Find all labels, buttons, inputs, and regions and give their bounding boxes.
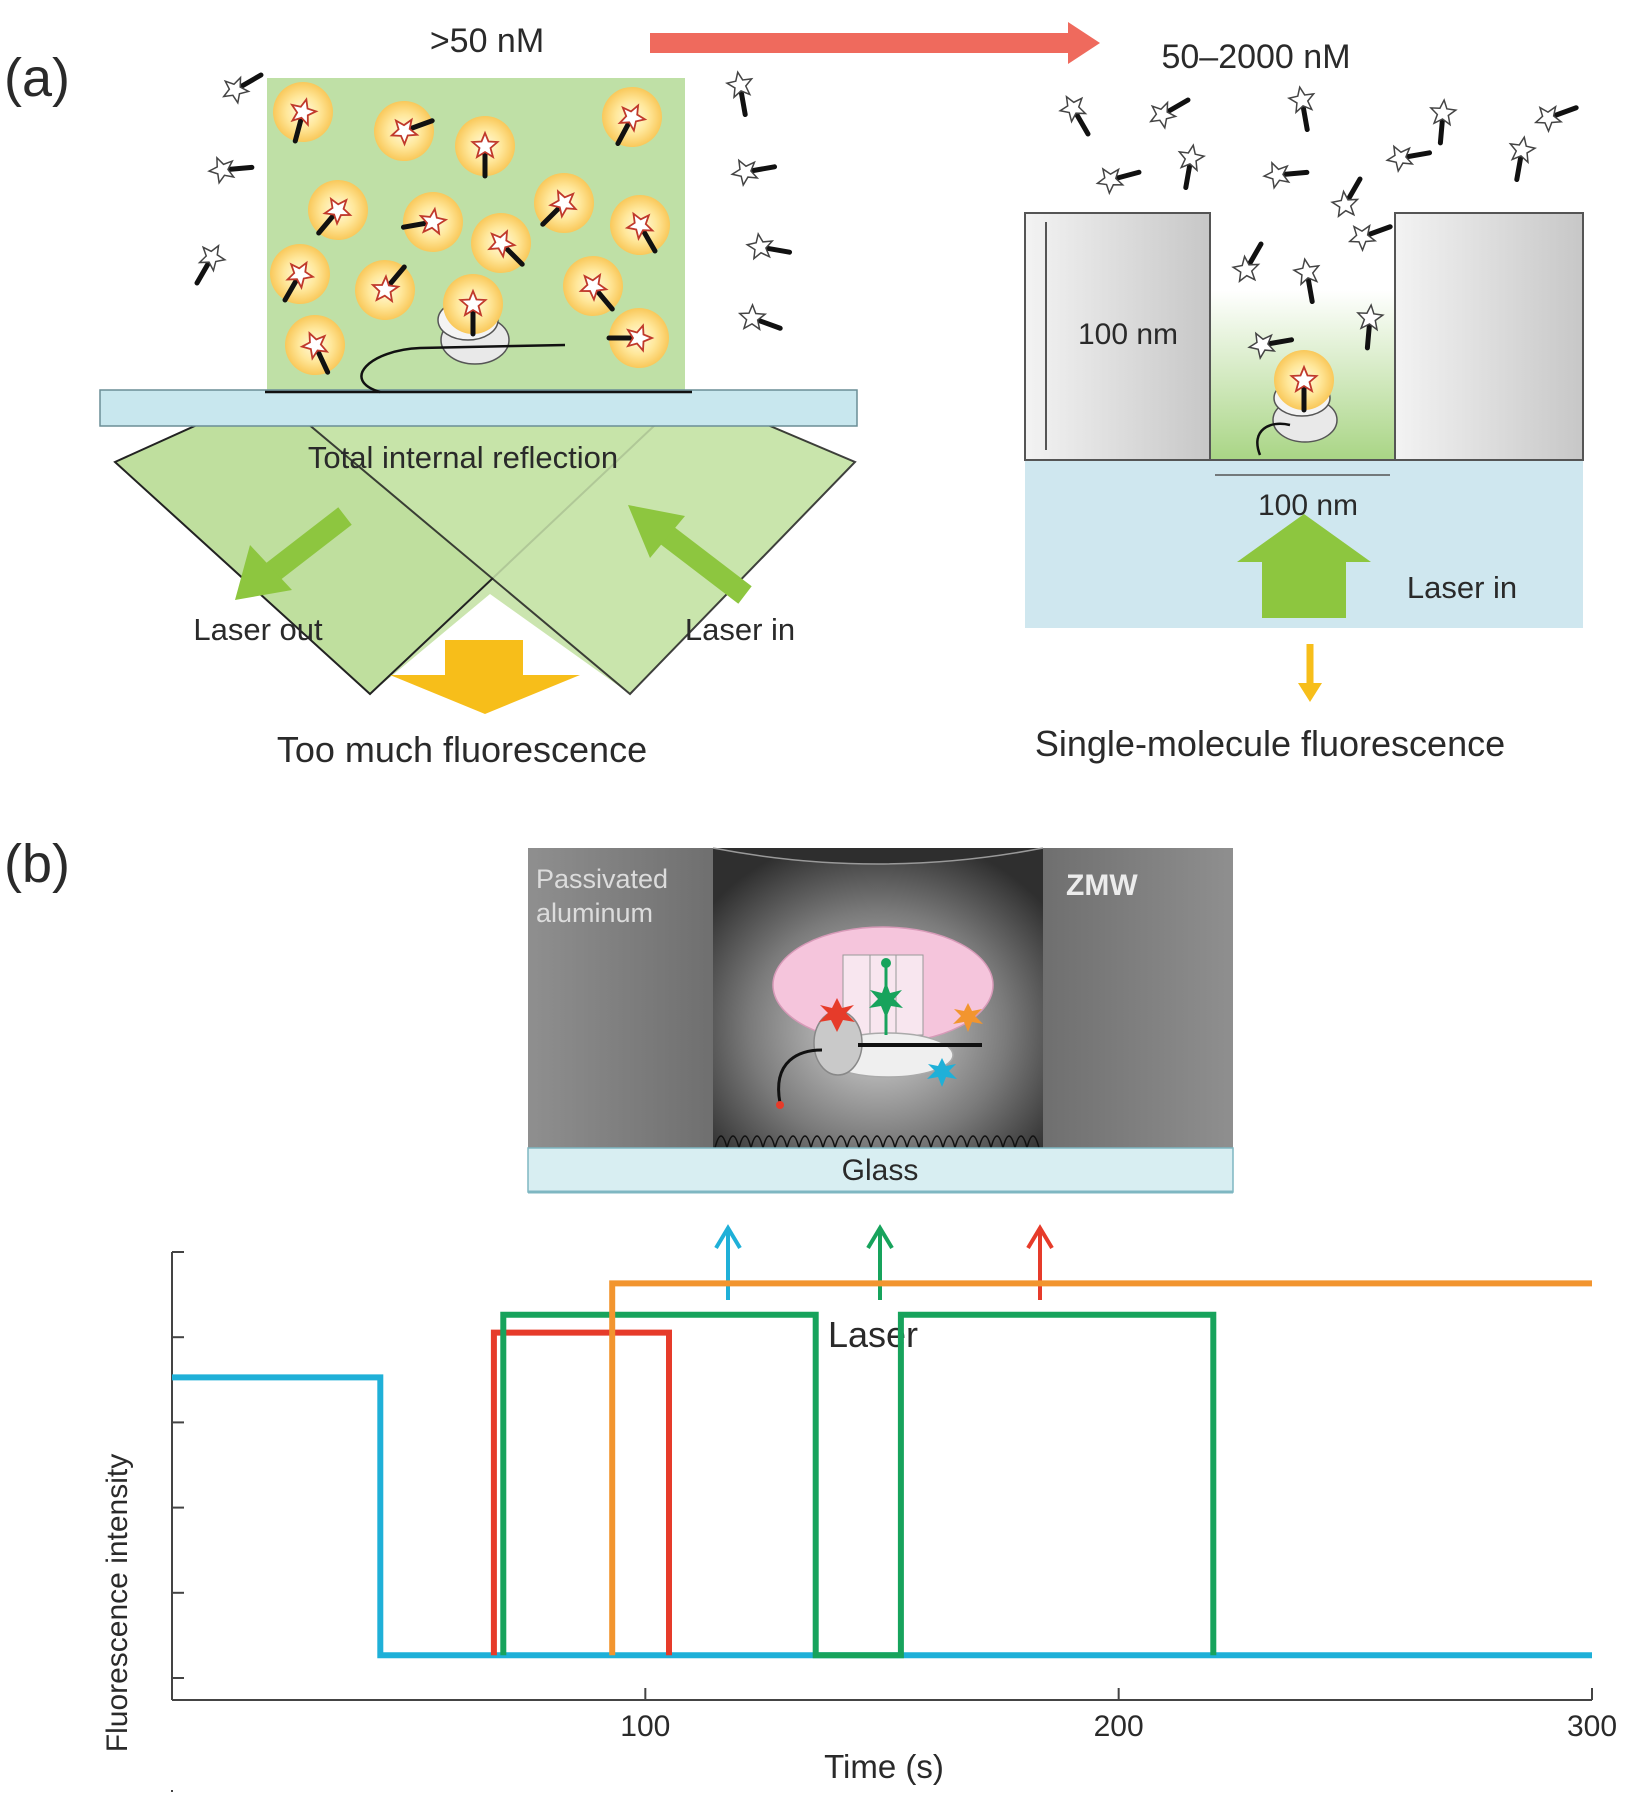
laser-in-label-left: Laser in — [685, 612, 795, 647]
glass-label: Glass — [842, 1154, 919, 1187]
laser-arrows — [714, 1224, 1054, 1300]
zmw-schematic — [1024, 212, 1584, 702]
material-label-line1: Passivated — [536, 864, 668, 894]
series-line-2 — [500, 1311, 1217, 1659]
left-concentration: >50 nM — [430, 22, 544, 60]
fluorescence-chart: 100 200 300 Fluorescence intensity Time (s… — [101, 1251, 1617, 1792]
fluorescing-molecules — [259, 75, 681, 394]
series-line-3 — [609, 1280, 1592, 1656]
tirf-diagram — [99, 78, 858, 696]
y-axis-label: Fluorescence intensity — [101, 1454, 134, 1752]
laser-in-arrow-right — [1237, 514, 1371, 618]
laser-in-arrow — [628, 505, 752, 604]
series-line-1 — [490, 1329, 672, 1656]
laser-out-label: Laser out — [193, 612, 323, 647]
fluorescence-arrow — [390, 640, 580, 714]
zmw-label: ZMW — [1066, 869, 1138, 902]
single-molecule-label: Single-molecule fluorescence — [1035, 723, 1505, 764]
panel-a-label: (a) — [4, 48, 70, 108]
x-tick-label: 300 — [1567, 1710, 1617, 1743]
panel-b-label: (b) — [4, 834, 70, 894]
tir-label: Total internal reflection — [308, 440, 618, 475]
laser-label: Laser — [828, 1314, 918, 1355]
concentration-arrow — [650, 22, 1100, 64]
laser-out-arrow — [235, 507, 352, 600]
depth-label: 100 nm — [1078, 318, 1178, 351]
right-concentration: 50–2000 nM — [1161, 38, 1350, 76]
zmw-3d-diagram — [527, 847, 1234, 1194]
x-tick-label: 100 — [620, 1710, 670, 1743]
too-much-fluorescence-label: Too much fluorescence — [277, 729, 647, 770]
material-label-line2: aluminum — [536, 898, 653, 928]
single-fluorescence-arrow — [1298, 644, 1322, 702]
series-line-0 — [172, 1374, 1592, 1659]
x-axis-label: Time (s) — [824, 1748, 944, 1785]
width-label: 100 nm — [1258, 489, 1358, 522]
x-tick-label: 200 — [1094, 1710, 1144, 1743]
laser-in-label-right: Laser in — [1407, 570, 1517, 605]
